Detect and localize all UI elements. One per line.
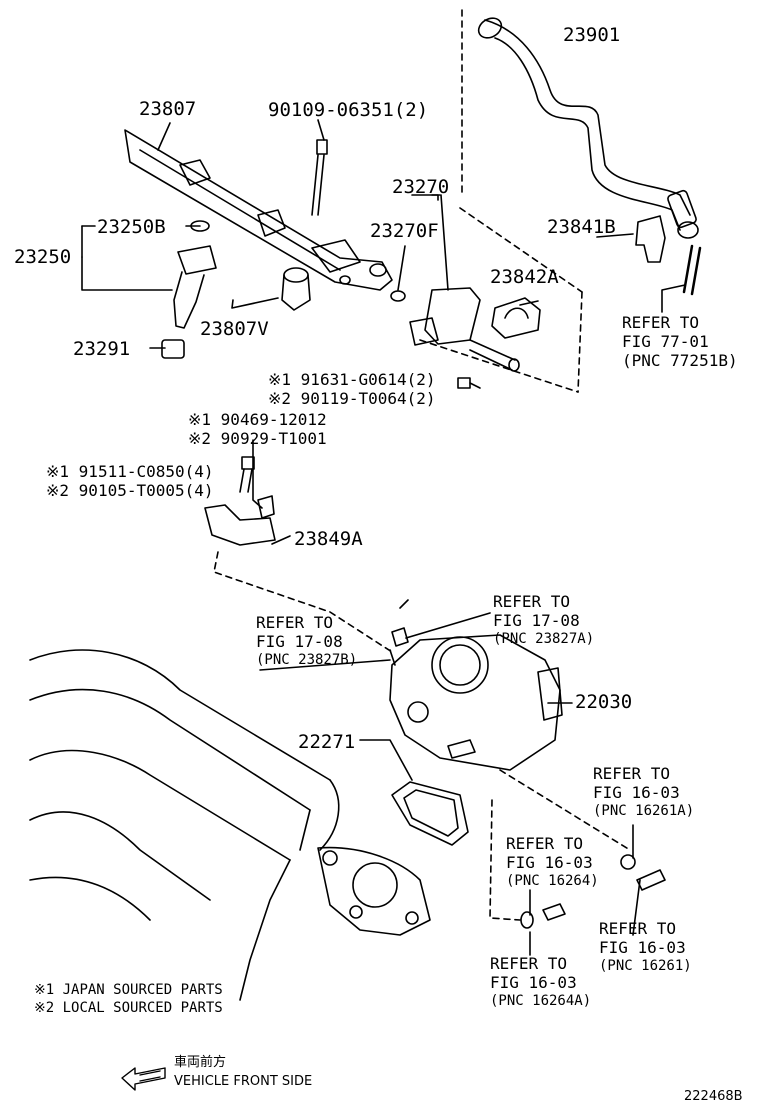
fuel-hose-drawing: [477, 17, 699, 239]
part-label-injector-insulator: 23291: [73, 338, 131, 360]
footnote-local-sourced: ※2 LOCAL SOURCED PARTS: [34, 1000, 223, 1016]
throttle-body-drawing: [389, 599, 563, 771]
dashed-guides: [213, 9, 631, 921]
reference-line: FIG 16-03: [593, 782, 680, 802]
figure-code: 222468B: [684, 1089, 743, 1104]
reference-line: FIG 17-08: [256, 631, 343, 651]
footnote-japan-sourced: ※1 JAPAN SOURCED PARTS: [34, 982, 223, 998]
part-label-throttle-gasket: 22271: [298, 731, 356, 753]
reference-pnc: (PNC 16261A): [593, 802, 695, 819]
reference-line: REFER TO: [622, 313, 700, 332]
part-label-bolt: 90109-06351(2): [268, 99, 429, 121]
reference-line: FIG 16-03: [599, 937, 686, 957]
damper-bolt-drawing: [457, 377, 481, 389]
note-line: ※2 90105-T0005(4): [46, 481, 214, 501]
clamp-b-drawing: [635, 215, 666, 263]
reference-line: FIG 16-03: [490, 972, 577, 992]
part-label-injector-assy: 23250: [14, 246, 72, 268]
reference-pnc: (PNC 16264): [506, 872, 599, 889]
note-line: ※1 91631-G0614(2): [268, 370, 436, 389]
note-line: ※1 90469-12012: [188, 410, 327, 429]
bracket-drawing: [204, 456, 276, 546]
part-label-damper-oring: 23270F: [370, 220, 439, 242]
part-label-pulsation-damper: 23270: [392, 176, 450, 198]
part-label-throttle-body: 22030: [575, 691, 633, 713]
reference-pnc: (PNC 77251B): [622, 350, 738, 370]
reference-line: REFER TO: [506, 834, 584, 853]
part-label-bracket: 23849A: [294, 528, 363, 550]
clamp-a-drawing: [491, 297, 541, 339]
reference-line: REFER TO: [490, 954, 568, 973]
part-label-clamp-b: 23841B: [547, 216, 616, 238]
note-clip-part: ※1 90469-12012 ※2 90929-T1001: [188, 410, 327, 448]
part-label-injector-oring: 23250B: [97, 216, 166, 238]
reference-line: REFER TO: [256, 613, 334, 632]
note-line: ※2 90119-T0064(2): [268, 389, 436, 409]
reference-line: FIG 77-01: [622, 331, 709, 351]
intake-manifold-drawing: [29, 649, 431, 1001]
reference-pnc: (PNC 16261): [599, 957, 692, 974]
reference-fig16-03-264: REFER TO FIG 16-03 (PNC 16264): [506, 834, 599, 889]
gasket-drawing: [391, 781, 469, 846]
insulator-drawing: [281, 267, 311, 311]
note-line: ※1 91511-C0850(4): [46, 462, 214, 481]
hose-fittings-drawing: [520, 854, 666, 929]
reference-line: REFER TO: [493, 592, 571, 611]
reference-fig77-01: REFER TO FIG 77-01 (PNC 77251B): [622, 313, 738, 371]
part-label-clamp-a: 23842A: [490, 266, 559, 288]
reference-line: REFER TO: [593, 764, 671, 783]
delivery-pipe-drawing: [124, 129, 393, 291]
direction-label-jp: 車両前方: [174, 1055, 227, 1070]
leader-lines: [81, 119, 686, 956]
arrow-left-icon: [121, 1067, 166, 1091]
note-line: ※2 90929-T1001: [188, 429, 327, 449]
part-label-insulator: 23807V: [200, 318, 269, 340]
reference-pnc: (PNC 16264A): [490, 992, 592, 1009]
reference-fig16-03-264a: REFER TO FIG 16-03 (PNC 16264A): [490, 954, 592, 1009]
injector-drawing: [161, 220, 217, 359]
reference-fig17-08-a: REFER TO FIG 17-08 (PNC 23827A): [493, 592, 595, 647]
reference-line: REFER TO: [599, 919, 677, 938]
reference-pnc: (PNC 23827A): [493, 630, 595, 647]
reference-fig16-03-261a: REFER TO FIG 16-03 (PNC 16261A): [593, 764, 695, 819]
direction-label-en: VEHICLE FRONT SIDE: [174, 1074, 313, 1089]
bolt-drawing: [311, 139, 328, 216]
part-label-fuel-hose: 23901: [563, 24, 621, 46]
reference-line: FIG 17-08: [493, 610, 580, 630]
part-label-delivery-pipe: 23807: [139, 98, 197, 120]
reference-pnc: (PNC 23827B): [256, 651, 358, 668]
reference-line: FIG 16-03: [506, 852, 593, 872]
reference-fig17-08-b: REFER TO FIG 17-08 (PNC 23827B): [256, 613, 358, 668]
note-bolt-bracket: ※1 91511-C0850(4) ※2 90105-T0005(4): [46, 462, 214, 500]
pulsation-damper-drawing: [390, 287, 520, 372]
reference-fig16-03-261: REFER TO FIG 16-03 (PNC 16261): [599, 919, 692, 974]
note-bolt-damper: ※1 91631-G0614(2) ※2 90119-T0064(2): [268, 370, 436, 408]
